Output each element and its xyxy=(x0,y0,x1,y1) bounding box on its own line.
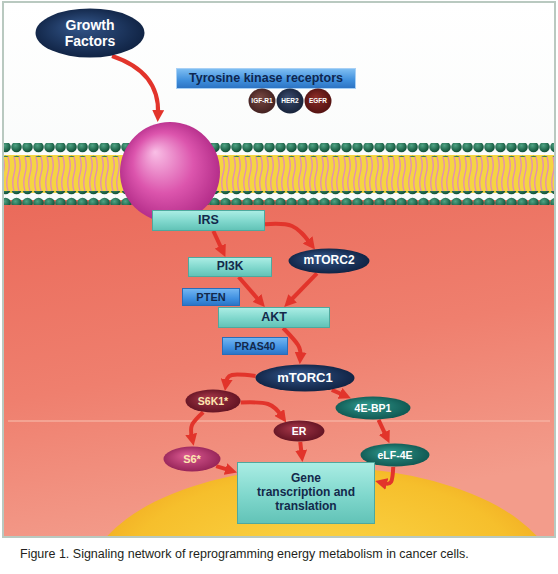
lipid-tails xyxy=(4,157,554,191)
node-label: Tyrosine kinase receptors xyxy=(189,71,343,85)
node-label: S6K1* xyxy=(198,395,228,407)
protein-box: AKT xyxy=(218,307,330,328)
node-shape xyxy=(277,89,304,114)
signal-arrow xyxy=(213,231,222,250)
nucleus xyxy=(86,467,554,536)
node-label: AKT xyxy=(261,310,287,324)
signal-arrow xyxy=(241,402,282,416)
lipid-heads xyxy=(4,191,554,205)
node-shape xyxy=(305,89,332,114)
node-shape xyxy=(186,390,241,413)
signal-arrow xyxy=(332,390,344,395)
node-shape xyxy=(274,421,325,442)
effector-ellipse: S6* xyxy=(163,446,221,472)
node-label: ER xyxy=(292,425,307,437)
regulator-box: PTEN xyxy=(182,288,240,306)
node-shape xyxy=(164,447,221,472)
node-label: PRAS40 xyxy=(235,340,276,352)
lipid-heads xyxy=(4,143,554,157)
node-shape xyxy=(289,249,370,274)
node-label: HER2 xyxy=(281,97,298,104)
node-label: mTORC2 xyxy=(303,254,354,268)
node-label: IGF-R1 xyxy=(251,97,272,104)
node-label: 4E-BP1 xyxy=(355,402,392,414)
membrane-core xyxy=(4,155,554,193)
node-label: Growth Factors xyxy=(53,17,128,49)
complex-ellipse: mTORC1 xyxy=(255,364,355,392)
signal-arrow xyxy=(216,466,229,470)
node-label: EGFR xyxy=(309,97,327,104)
complex-ellipse: mTORC2 xyxy=(288,248,370,274)
effector-ellipse: S6K1* xyxy=(185,389,241,413)
node-shape xyxy=(36,9,145,58)
receptor-circle: IGF-R1 xyxy=(248,88,276,114)
node-label: IRS xyxy=(198,213,219,227)
signal-arrow xyxy=(383,467,393,484)
signal-arrow xyxy=(239,277,260,301)
effector-ellipse: ER xyxy=(273,420,325,442)
node-shape xyxy=(249,89,276,114)
receptor-circle: HER2 xyxy=(276,88,304,114)
protein-box: PI3K xyxy=(188,257,272,277)
faint-rule xyxy=(8,420,550,422)
protein-box: IRS xyxy=(152,210,265,231)
signal-arrow xyxy=(300,442,301,454)
node-shape xyxy=(256,365,355,392)
receptor-sphere xyxy=(120,122,220,222)
figure-caption: Figure 1. Signaling network of reprogram… xyxy=(20,547,469,561)
node-label: PTEN xyxy=(196,291,225,304)
signal-arrow xyxy=(379,420,387,436)
signal-arrow xyxy=(290,273,317,301)
node-label: mTORC1 xyxy=(277,371,332,386)
node-shape xyxy=(336,397,411,420)
ligand-ellipse: Growth Factors xyxy=(35,8,145,58)
regulator-box: PRAS40 xyxy=(222,337,288,355)
node-label: eLF-4E xyxy=(377,449,412,461)
receptor-band: Tyrosine kinase receptors xyxy=(176,68,356,89)
cytoplasm xyxy=(4,200,554,536)
node-label: S6* xyxy=(183,453,201,466)
signal-arrow xyxy=(226,374,255,383)
output-box: Gene transcription and translation xyxy=(237,462,375,524)
receptor-circle: EGFR xyxy=(304,88,332,114)
signal-arrow xyxy=(191,412,203,438)
signal-arrow xyxy=(265,224,310,244)
figure-frame xyxy=(3,2,555,537)
binding-arrow xyxy=(112,56,158,114)
effector-ellipse: 4E-BP1 xyxy=(335,396,411,420)
node-label: PI3K xyxy=(217,260,244,274)
node-label: Gene transcription and translation xyxy=(255,472,358,513)
